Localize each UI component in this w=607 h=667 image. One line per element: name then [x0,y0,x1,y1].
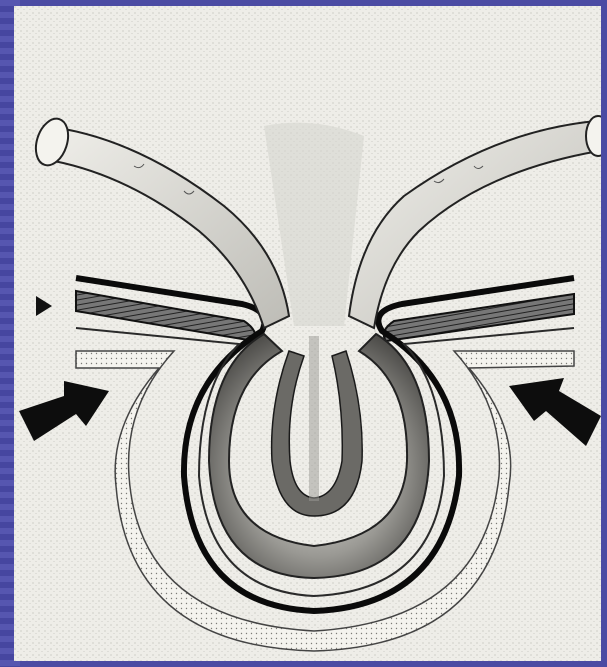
figure-panel [14,6,601,661]
embryo-diagram [14,6,601,661]
